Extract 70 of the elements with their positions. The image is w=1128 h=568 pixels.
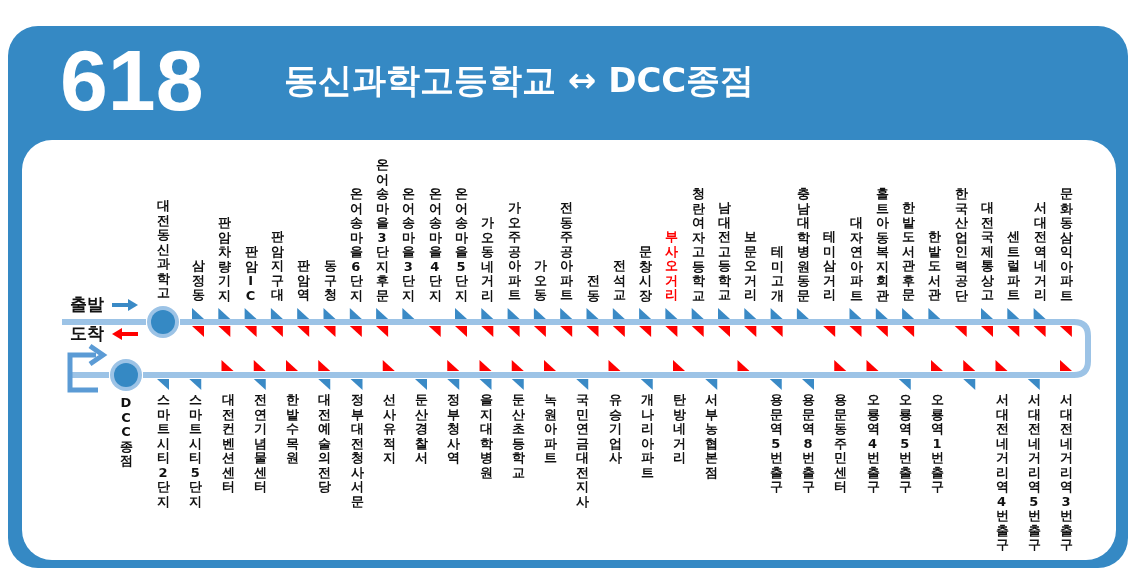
stop-name: 개나리아파트 bbox=[640, 393, 653, 480]
stop-name: 녹원아파트 bbox=[544, 393, 556, 466]
stop-name: 온어송마을6단지 bbox=[349, 187, 362, 303]
stop-name: 가오동 bbox=[533, 259, 546, 303]
stop-name: 용문역5번출구 bbox=[769, 393, 782, 495]
stop-name: 충남대학병원동문 bbox=[796, 187, 809, 303]
stop-name: 전동주공아파트 bbox=[560, 201, 573, 303]
stop-name: 대전국제통상고 bbox=[981, 201, 993, 303]
stop-name: 서대전역네거리 bbox=[1033, 201, 1046, 303]
stop-name: 서대전네거리역4번출구 bbox=[995, 393, 1008, 553]
stop-name: 부사오거리 bbox=[665, 230, 678, 303]
stop-name: 테미고개 bbox=[770, 245, 783, 303]
terminal-stop bbox=[146, 199, 180, 339]
stop-name: 테미삼거리 bbox=[823, 230, 836, 303]
stop-name: 가오주공아파트 bbox=[507, 201, 520, 303]
stop-name: 탄방네거리 bbox=[673, 393, 685, 466]
stop-name: 온어송마을3단지후문 bbox=[376, 158, 389, 303]
terminal-stop bbox=[109, 358, 143, 469]
stop-name: 판암지구대 bbox=[270, 230, 283, 303]
stop-name: 한밭수목원 bbox=[286, 393, 298, 466]
stop-name: 전연기념물센터 bbox=[253, 393, 266, 495]
stop-name: 대전컨벤션센터 bbox=[221, 393, 234, 495]
stop-name: 판암IC bbox=[244, 245, 257, 303]
stop-name: 센트럴파트 bbox=[1007, 230, 1020, 303]
stop-name: 판암역 bbox=[297, 259, 310, 303]
stop-name: 문화동삼익아파트 bbox=[1059, 187, 1072, 303]
stop-name: 을지대학병원 bbox=[479, 393, 492, 480]
stop-name: 한국산업인력공단 bbox=[954, 187, 967, 303]
route-line bbox=[143, 319, 1091, 378]
legend-label: 출발 bbox=[70, 293, 104, 316]
stop-name: 둔산초등학교 bbox=[511, 393, 524, 480]
stop-name: 청란여자고등학교 bbox=[691, 187, 704, 303]
stop-name: 서대전네거리역3번출구 bbox=[1060, 393, 1072, 553]
stop-name: 정부대전청사서문 bbox=[350, 393, 363, 509]
stop-name: 동구청 bbox=[323, 259, 336, 303]
stop-name: 용문동주민센터 bbox=[834, 393, 847, 495]
stop-name: 전동 bbox=[586, 274, 599, 303]
stop-name: 전석교 bbox=[612, 259, 625, 303]
stop-name: 보문오거리 bbox=[744, 230, 757, 303]
stop-name: 오룡역5번출구 bbox=[898, 393, 911, 495]
stop-name: DCC종점 bbox=[120, 396, 132, 469]
stop-name: 홀트아동복지회관 bbox=[875, 187, 888, 303]
stop-name: 서부농협본점 bbox=[705, 393, 718, 480]
stop-name: 국민연금대전지사 bbox=[576, 393, 589, 509]
stop-name: 스마트시티5단지 bbox=[189, 393, 202, 509]
stop-name: 서대전네거리역5번출구 bbox=[1027, 393, 1040, 553]
stop-name: 대전동신과학고 bbox=[157, 199, 169, 301]
stop-name: 오룡역4번출구 bbox=[866, 393, 879, 495]
stop-name: 한밭도서관 bbox=[928, 230, 941, 303]
stop-name: 용문역8번출구 bbox=[802, 393, 814, 495]
stop-name: 삼정동 bbox=[192, 259, 204, 303]
stop-name: 한밭도서관후문 bbox=[902, 201, 915, 303]
route-title: 동신과학고등학교 ↔ DCC종점 bbox=[284, 59, 755, 102]
stop-name: 유승기업사 bbox=[608, 393, 621, 466]
stop-name: 정부청사역 bbox=[447, 393, 460, 466]
stop-name: 판암차량기지 bbox=[218, 216, 231, 303]
stop-name: 선사유적지 bbox=[382, 393, 395, 466]
stop-name: 가오동네거리 bbox=[481, 216, 494, 303]
stop-name: 오룡역1번출구 bbox=[931, 393, 943, 495]
stop-name: 문창시장 bbox=[639, 245, 652, 303]
stop-name: 둔산경찰서 bbox=[415, 393, 427, 466]
stop-name: 대자연아파트 bbox=[849, 216, 862, 303]
stop-name: 남대전고등학교 bbox=[718, 201, 730, 303]
stop-name: 온어송마을3단지 bbox=[402, 187, 415, 303]
stop-name: 스마트시티2단지 bbox=[157, 393, 169, 509]
route-number: 618 bbox=[60, 31, 204, 130]
legend-label: 도착 bbox=[70, 322, 104, 345]
stop-name: 온어송마을4단지 bbox=[428, 187, 441, 303]
stop-name: 온어송마을5단지 bbox=[455, 187, 467, 303]
stop-name: 대전예술의전당 bbox=[318, 393, 331, 495]
